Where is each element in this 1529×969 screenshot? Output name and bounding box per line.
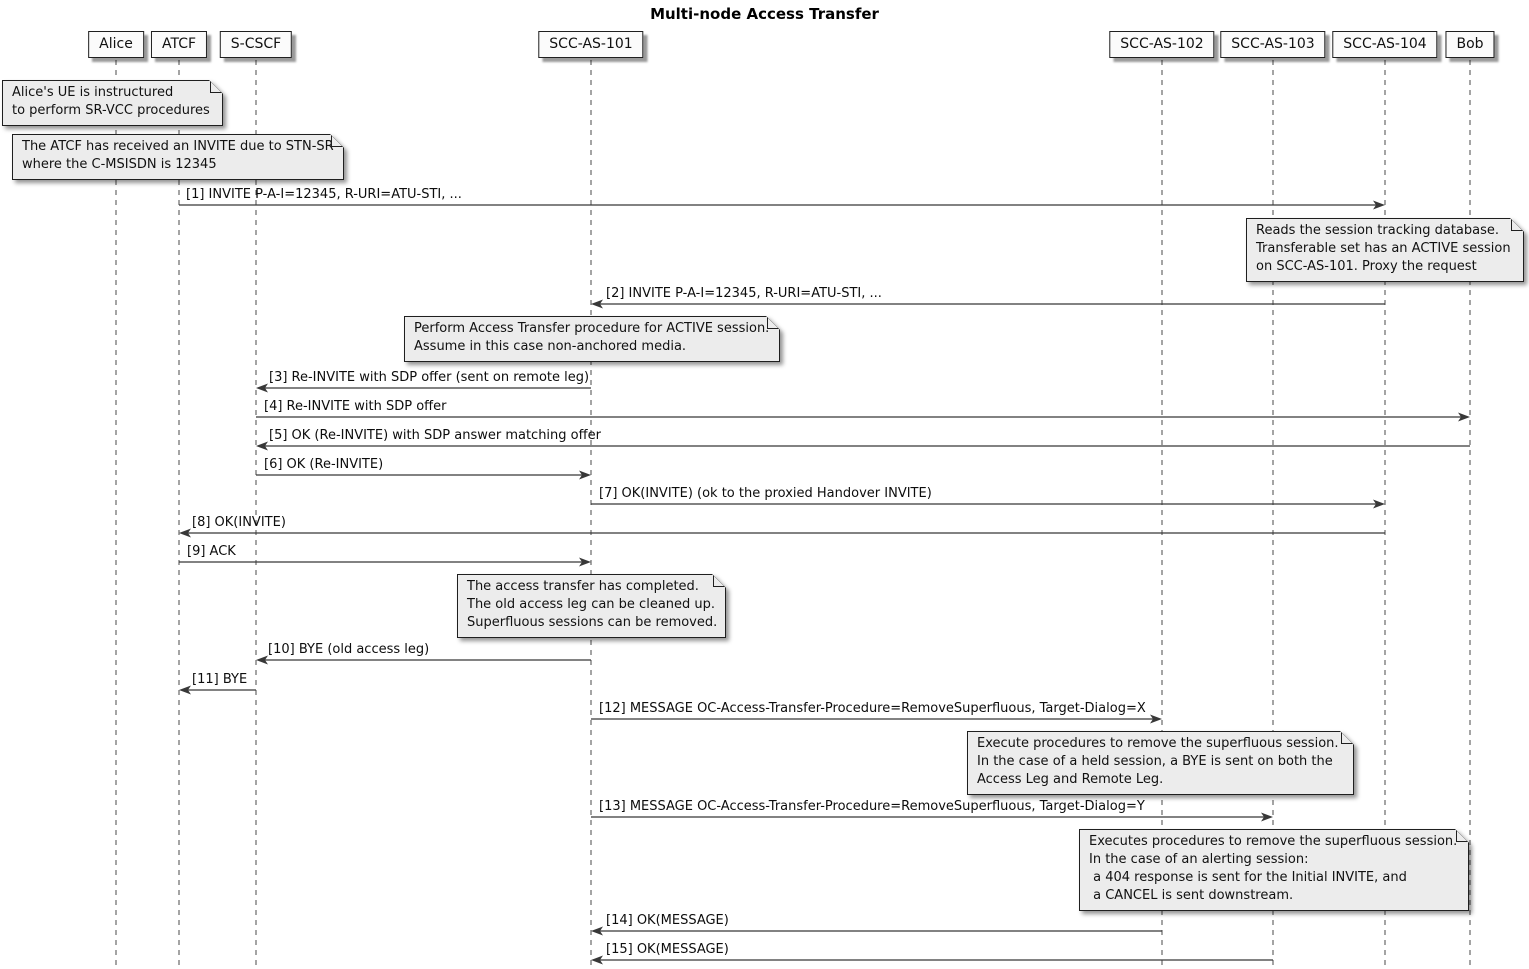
message-arrow-4: [256, 412, 1470, 422]
participant-s-cscf: S-CSCF: [219, 31, 293, 58]
note-text: where the C-MSISDN is 12345: [22, 157, 217, 172]
message-arrow-9: [179, 557, 591, 567]
message-label-1: [1] INVITE P-A-I=12345, R-URI=ATU-STI, .…: [186, 187, 462, 202]
message-label-3: [3] Re-INVITE with SDP offer (sent on re…: [269, 370, 590, 385]
note-text: The ATCF has received an INVITE due to S…: [22, 139, 334, 154]
participant-atcf: ATCF: [150, 31, 208, 58]
note-text: Transferable set has an ACTIVE session: [1256, 241, 1511, 256]
message-label-8: [8] OK(INVITE): [192, 515, 286, 530]
note-text: a CANCEL is sent downstream.: [1089, 888, 1294, 903]
note-text: The access transfer has completed.: [467, 579, 699, 594]
note-text: to perform SR-VCC procedures: [12, 103, 210, 118]
note-text: Alice's UE is instructured: [12, 85, 174, 100]
message-label-14: [14] OK(MESSAGE): [606, 913, 729, 928]
diagram-title: Multi-node Access Transfer: [650, 5, 879, 23]
note-text: Superfluous sessions can be removed.: [467, 615, 718, 630]
note-transfer-completed: The access transfer has completed. The o…: [457, 574, 726, 638]
note-text: Execute procedures to remove the superfl…: [977, 736, 1339, 751]
note-text: Reads the session tracking database.: [1256, 223, 1500, 238]
message-label-2: [2] INVITE P-A-I=12345, R-URI=ATU-STI, .…: [606, 286, 882, 301]
message-arrow-5: [256, 441, 1470, 451]
note-text: Executes procedures to remove the superf…: [1089, 834, 1458, 849]
message-arrow-13: [591, 812, 1273, 822]
participant-scc-as-104: SCC-AS-104: [1332, 31, 1438, 58]
note-session-tracking: Reads the session tracking database. Tra…: [1246, 218, 1524, 282]
participant-scc-as-103: SCC-AS-103: [1220, 31, 1326, 58]
message-arrow-11: [179, 685, 256, 695]
message-label-7: [7] OK(INVITE) (ok to the proxied Handov…: [599, 486, 932, 501]
participant-scc-as-101: SCC-AS-101: [538, 31, 644, 58]
message-arrow-6: [256, 470, 591, 480]
message-arrow-12: [591, 714, 1162, 724]
note-remove-superfluous-held: Execute procedures to remove the superfl…: [967, 731, 1354, 795]
message-label-11: [11] BYE: [192, 672, 248, 687]
message-arrow-2: [591, 299, 1385, 309]
message-label-12: [12] MESSAGE OC-Access-Transfer-Procedur…: [599, 701, 1146, 716]
message-label-6: [6] OK (Re-INVITE): [264, 457, 384, 472]
note-text: Assume in this case non-anchored media.: [414, 339, 687, 354]
participant-alice: Alice: [88, 31, 144, 58]
message-label-4: [4] Re-INVITE with SDP offer: [264, 399, 447, 414]
note-text: on SCC-AS-101. Proxy the request: [1256, 259, 1477, 274]
note-text: The old access leg can be cleaned up.: [467, 597, 716, 612]
participant-scc-as-102: SCC-AS-102: [1109, 31, 1215, 58]
message-arrow-1: [179, 200, 1385, 210]
message-arrow-3: [256, 383, 591, 393]
message-label-9: [9] ACK: [187, 544, 236, 559]
message-label-13: [13] MESSAGE OC-Access-Transfer-Procedur…: [599, 799, 1145, 814]
note-text: a 404 response is sent for the Initial I…: [1089, 870, 1407, 885]
message-arrow-8: [179, 528, 1385, 538]
message-label-10: [10] BYE (old access leg): [268, 642, 430, 657]
message-arrow-14: [591, 926, 1162, 936]
note-text: In the case of a held session, a BYE is …: [977, 754, 1333, 769]
message-label-15: [15] OK(MESSAGE): [606, 942, 729, 957]
message-arrow-7: [591, 499, 1385, 509]
participant-bob: Bob: [1445, 31, 1495, 58]
note-text: Perform Access Transfer procedure for AC…: [414, 321, 770, 336]
message-arrow-15: [591, 955, 1273, 965]
note-alice-ue: Alice's UE is instructured to perform SR…: [2, 80, 223, 126]
note-access-transfer-procedure: Perform Access Transfer procedure for AC…: [404, 316, 780, 362]
message-label-5: [5] OK (Re-INVITE) with SDP answer match…: [269, 428, 601, 443]
note-remove-superfluous-alerting: Executes procedures to remove the superf…: [1079, 829, 1469, 911]
note-text: Access Leg and Remote Leg.: [977, 772, 1164, 787]
note-atcf-invite: The ATCF has received an INVITE due to S…: [12, 134, 344, 180]
note-text: In the case of an alerting session:: [1089, 852, 1309, 867]
message-arrow-10: [256, 655, 591, 665]
